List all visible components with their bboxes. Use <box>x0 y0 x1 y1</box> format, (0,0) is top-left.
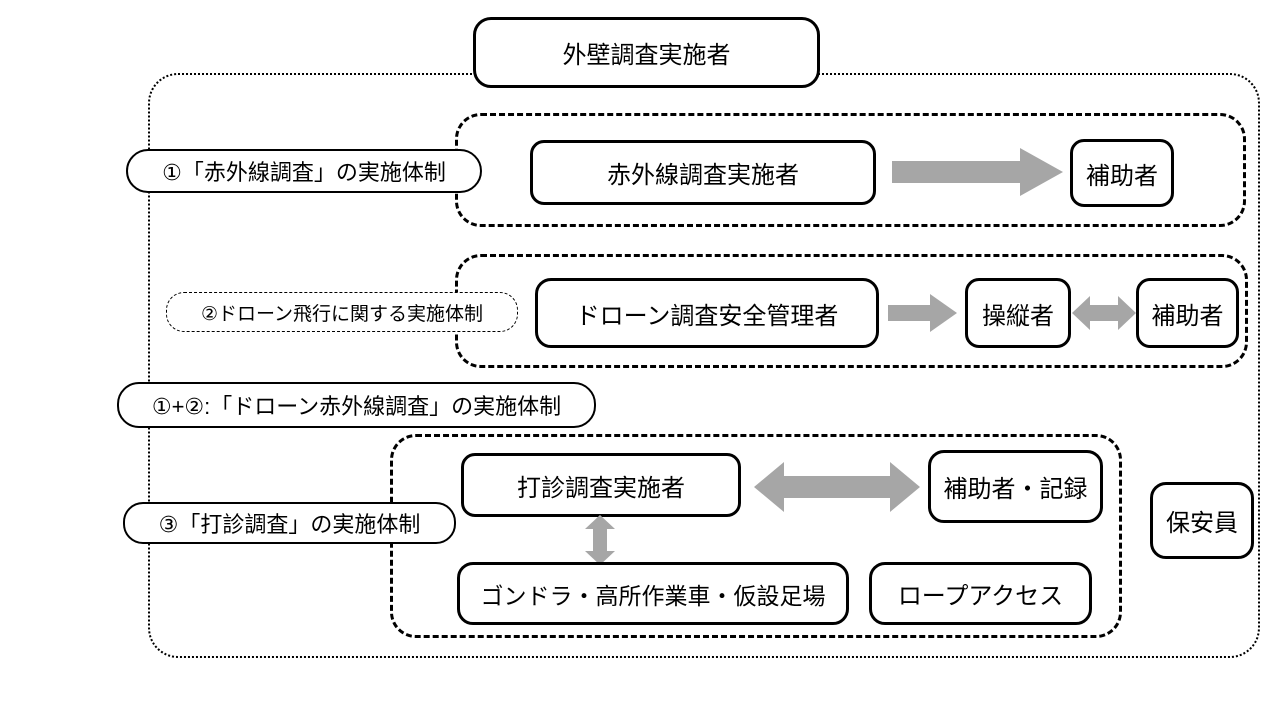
section3-label: ③「打診調査」の実施体制 <box>123 502 456 544</box>
root-node: 外壁調査実施者 <box>473 17 820 88</box>
security-guard-node: 保安員 <box>1150 482 1254 559</box>
arrow-both-vertical-icon <box>583 514 617 566</box>
arrow-both-horizontal-icon <box>752 459 922 515</box>
arrow-right-icon <box>892 147 1064 197</box>
infrared-implementer-node: 赤外線調査実施者 <box>530 140 876 205</box>
section1-label: ①「赤外線調査」の実施体制 <box>126 149 482 193</box>
arrow-right-icon <box>888 293 958 333</box>
assistant-record-node: 補助者・記録 <box>928 450 1103 523</box>
combined-label: ①+②:「ドローン赤外線調査」の実施体制 <box>117 382 596 428</box>
hammering-implementer-node: 打診調査実施者 <box>461 453 741 517</box>
arrow-both-horizontal-icon <box>1071 291 1137 335</box>
section2-label: ②ドローン飛行に関する実施体制 <box>166 292 518 332</box>
rope-access-node: ロープアクセス <box>869 562 1092 625</box>
drone-safety-manager-node: ドローン調査安全管理者 <box>535 278 879 348</box>
assistant2-node: 補助者 <box>1136 278 1239 348</box>
assistant1-node: 補助者 <box>1070 139 1174 207</box>
operator-node: 操縦者 <box>965 278 1071 348</box>
access-methods-node: ゴンドラ・高所作業車・仮設足場 <box>457 562 849 625</box>
